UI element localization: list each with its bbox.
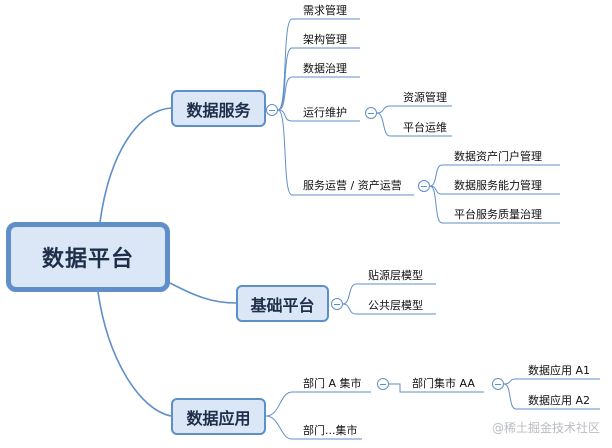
connector-root-to-base-platform — [169, 282, 237, 304]
root-node[interactable]: 数据平台 — [6, 222, 170, 292]
leaf-common-layer-model[interactable]: 公共层模型 — [368, 299, 423, 312]
connector-data-service-child — [277, 18, 360, 111]
leaf-platform-operations[interactable]: 平台运维 — [403, 121, 447, 134]
leaf-service-asset-operations[interactable]: 服务运营 / 资产运营 — [303, 179, 402, 192]
connector-data-service-child — [277, 109, 360, 196]
connector-data-service-child — [277, 47, 360, 111]
connector-data-application-child — [265, 391, 371, 417]
leaf-data-app-a2[interactable]: 数据应用 A2 — [528, 394, 591, 407]
connector-mart-aa — [389, 383, 484, 393]
collapse-toggle-icon[interactable] — [418, 180, 430, 192]
connector-mart-aa-child — [503, 378, 600, 385]
collapse-toggle-icon[interactable] — [377, 378, 389, 390]
collapse-toggle-icon[interactable] — [365, 107, 377, 119]
connector-root-to-data-service — [99, 107, 172, 223]
connector-asset-ops-child — [429, 185, 560, 195]
leaf-dept-a-mart[interactable]: 部门 A 集市 — [303, 377, 362, 390]
connector-ops-child — [376, 112, 452, 137]
leaf-asset-portal-management[interactable]: 数据资产门户管理 — [454, 150, 542, 163]
leaf-operations-maintenance[interactable]: 运行维护 — [303, 106, 347, 119]
leaf-service-capability-management[interactable]: 数据服务能力管理 — [454, 179, 542, 192]
collapse-toggle-icon[interactable] — [266, 104, 278, 116]
leaf-requirement-management[interactable]: 需求管理 — [303, 4, 347, 17]
connector-asset-ops-child — [429, 185, 560, 224]
connector-data-service-child — [277, 109, 360, 122]
leaf-data-governance[interactable]: 数据治理 — [303, 62, 347, 75]
leaf-source-layer-model[interactable]: 贴源层模型 — [368, 269, 423, 282]
leaf-dept-other-mart[interactable]: 部门...集市 — [303, 424, 358, 437]
connector-data-service-child — [277, 76, 360, 111]
connector-base-platform-child — [342, 283, 436, 305]
collapse-toggle-icon[interactable] — [331, 298, 343, 310]
connector-mart-aa-child — [503, 383, 600, 410]
leaf-data-app-a1[interactable]: 数据应用 A1 — [528, 364, 591, 377]
connector-base-platform-child — [342, 303, 436, 315]
leaf-resource-management[interactable]: 资源管理 — [403, 91, 447, 104]
leaf-architecture-management[interactable]: 架构管理 — [303, 33, 347, 46]
connector-root-to-data-application — [97, 291, 172, 417]
leaf-service-quality-governance[interactable]: 平台服务质量治理 — [454, 208, 542, 221]
branch-node-data-service[interactable]: 数据服务 — [171, 90, 266, 127]
connector-data-application-child — [265, 415, 362, 440]
branch-node-base-platform[interactable]: 基础平台 — [236, 285, 329, 322]
branch-node-data-application[interactable]: 数据应用 — [171, 398, 266, 435]
connector-asset-ops-child — [429, 164, 560, 187]
collapse-toggle-icon[interactable] — [492, 378, 504, 390]
watermark-text: @稀土掘金技术社区 — [491, 421, 600, 435]
leaf-dept-mart-aa[interactable]: 部门集市 AA — [412, 377, 475, 390]
connector-ops-child — [376, 105, 452, 114]
